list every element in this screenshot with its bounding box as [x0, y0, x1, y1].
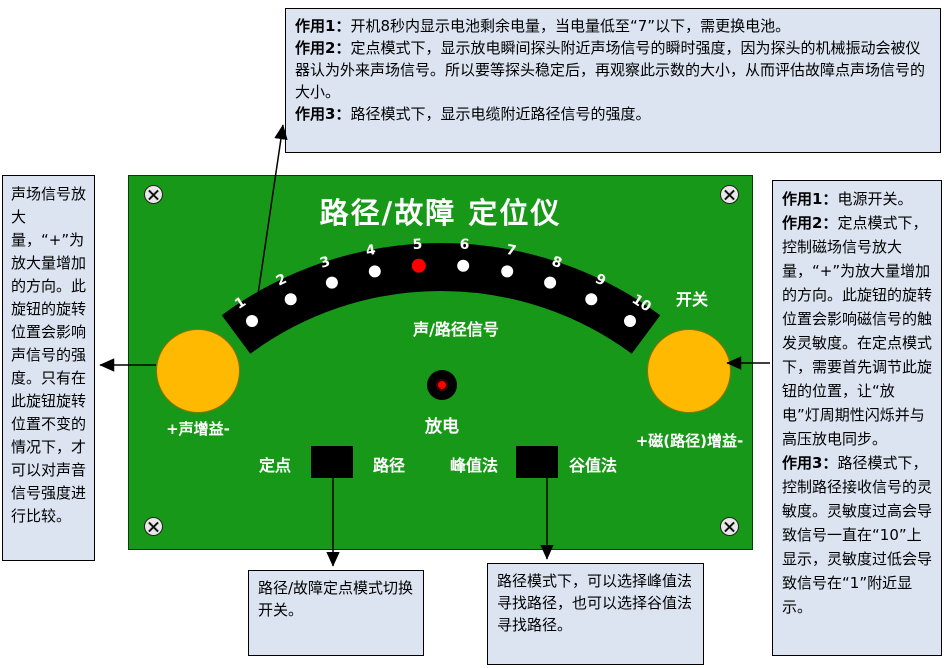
magnetic-gain-knob[interactable] — [647, 329, 731, 413]
dial-number: 5 — [412, 237, 423, 254]
method-switch-right-label: 谷值法 — [569, 456, 618, 475]
note-display-meaning: 作用1：开机8秒内显示电池剩余电量，当电量低至“7”以下，需更换电池。作用2：定… — [285, 8, 941, 153]
screw-icon — [720, 517, 739, 536]
sound-gain-knob[interactable] — [156, 329, 240, 413]
dial-dot-active — [411, 258, 426, 273]
magnetic-gain-label: +磁(路径)增益- — [635, 432, 744, 450]
note-line: 作用2：定点模式下，显示放电瞬间探头附近声场信号的瞬时强度，因为探头的机械振动会… — [295, 39, 926, 101]
note-top-body: 作用1：开机8秒内显示电池剩余电量，当电量低至“7”以下，需更换电池。作用2：定… — [295, 15, 931, 125]
note-line: 作用3：路径模式下，显示电缆附近路径信号的强度。 — [295, 105, 651, 123]
dial-dot — [457, 259, 470, 272]
dial-number: 8 — [550, 254, 564, 272]
discharge-led-core — [436, 379, 448, 391]
sound-gain-label: +声增益- — [166, 420, 230, 438]
note-left-text: 声场信号放大量，“+”为放大量增加的方向。此旋钮的旋转位置会影响声信号的强度。只… — [11, 185, 87, 525]
note-line: 作用2：定点模式下，控制磁场信号放大量，“+”为放大量增加的方向。此旋钮的旋转位… — [782, 214, 933, 448]
note-line: 作用1：开机8秒内显示电池剩余电量，当电量低至“7”以下，需更换电池。 — [295, 17, 791, 35]
dial-number: 1 — [232, 294, 249, 313]
note-sound-gain: 声场信号放大量，“+”为放大量增加的方向。此旋钮的旋转位置会影响声信号的强度。只… — [2, 175, 95, 561]
note-line: 作用1：电源开关。 — [782, 190, 913, 208]
discharge-led-label: 放电 — [425, 417, 459, 437]
note-right-body: 作用1：电源开关。作用2：定点模式下，控制磁场信号放大量，“+”为放大量增加的方… — [782, 187, 932, 619]
power-label: 开关 — [675, 290, 708, 309]
dial-number: 3 — [318, 254, 332, 272]
dial-number: 4 — [364, 242, 377, 260]
dial-dot — [501, 265, 514, 278]
dial-dot — [544, 276, 557, 289]
note-method-switch: 路径模式下，可以选择峰值法寻找路径，也可以选择谷值法寻找路径。 — [487, 563, 704, 665]
note-line: 作用3：路径模式下，控制路径接收信号的灵敏度。灵敏度过高会导致信号一直在“10”… — [782, 454, 933, 616]
dial-dot — [624, 315, 636, 327]
mode-switch-right-label: 路径 — [372, 456, 405, 475]
method-switch-left-label: 峰值法 — [449, 456, 498, 475]
dial-number: 10 — [629, 291, 654, 315]
mode-switch-left-label: 定点 — [258, 456, 291, 475]
screw-icon — [144, 517, 163, 536]
dial-number: 6 — [459, 237, 470, 254]
mode-toggle-switch[interactable] — [311, 446, 353, 478]
panel-title: 路径/故障 定位仪 — [319, 196, 562, 230]
device-panel: 1 2 3 4 5 6 7 8 9 10 路径/故障 定位仪 声/路径信号 开关 +声增益- +磁… — [128, 175, 753, 550]
dial-number: 7 — [505, 242, 518, 260]
method-toggle-switch[interactable] — [516, 446, 558, 478]
dial-dot — [325, 276, 338, 289]
note-magnetic-gain: 作用1：电源开关。作用2：定点模式下，控制磁场信号放大量，“+”为放大量增加的方… — [772, 180, 942, 656]
dial-number: 2 — [274, 271, 290, 290]
dial-number: 9 — [593, 271, 609, 290]
dial-caption: 声/路径信号 — [413, 320, 499, 339]
dial-dot — [368, 265, 381, 278]
screw-icon — [720, 185, 739, 204]
dial-dot — [246, 315, 258, 327]
note-bottom-middle-text: 路径模式下，可以选择峰值法寻找路径，也可以选择谷值法寻找路径。 — [497, 572, 693, 634]
dial-dot — [284, 293, 297, 306]
note-mode-switch: 路径/故障定点模式切换开关。 — [248, 570, 424, 656]
dial-dot — [585, 293, 598, 306]
discharge-led — [427, 370, 457, 400]
screw-icon — [144, 185, 163, 204]
note-bottom-left-text: 路径/故障定点模式切换开关。 — [258, 579, 414, 619]
